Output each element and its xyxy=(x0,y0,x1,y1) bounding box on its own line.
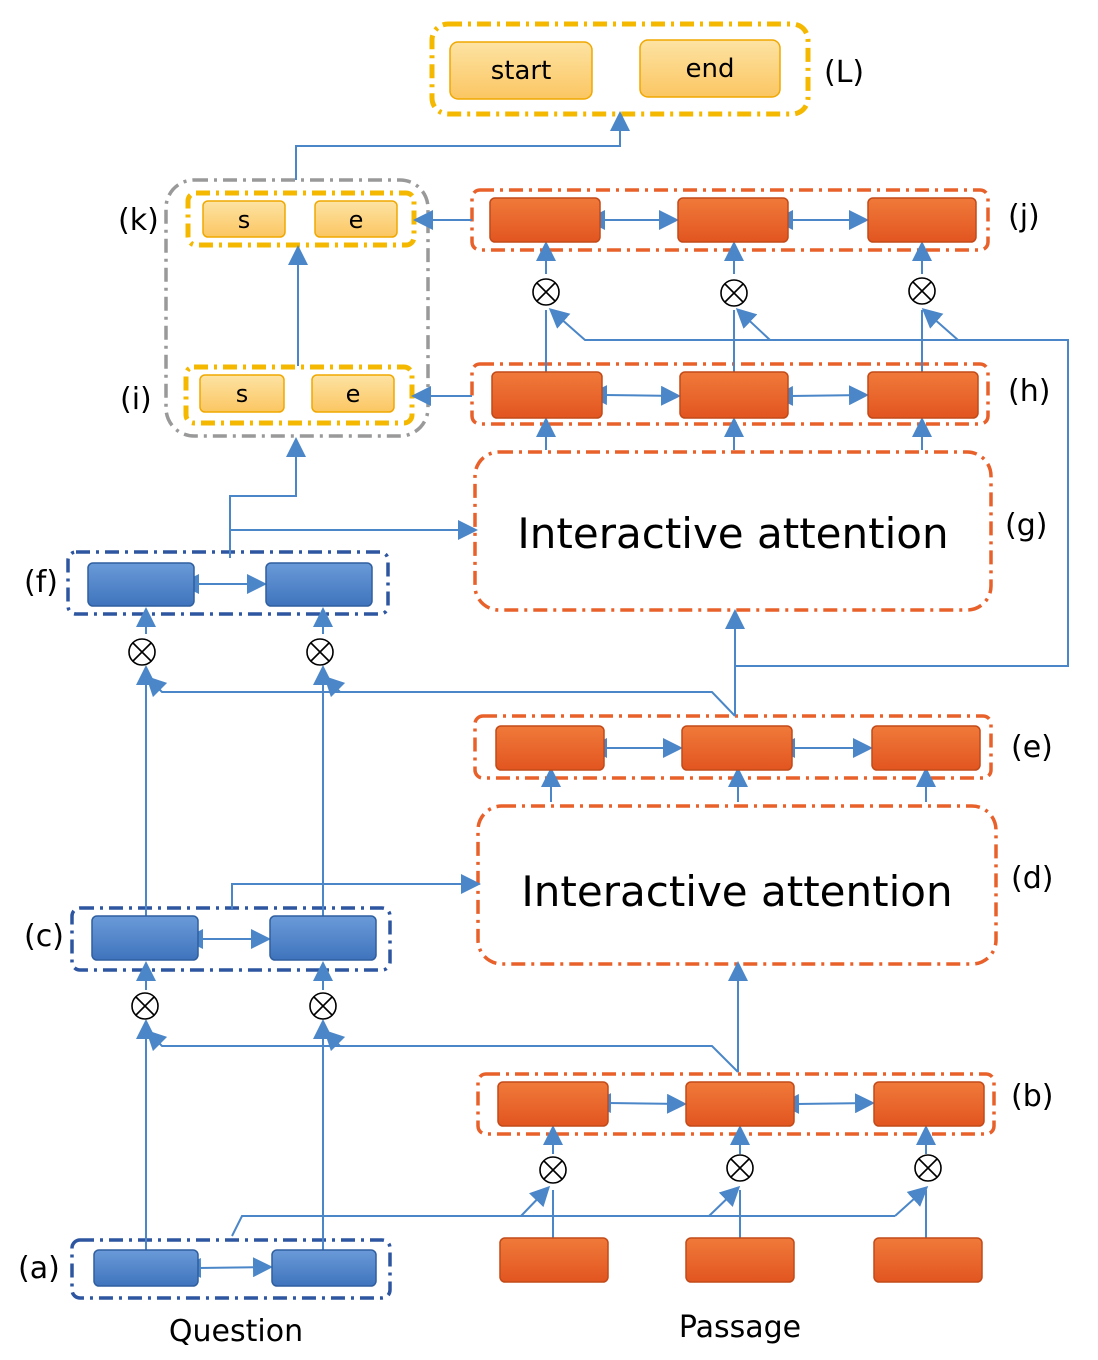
label-g: (g) xyxy=(1005,508,1047,543)
block-j-1 xyxy=(489,197,601,243)
block-k-s xyxy=(202,200,286,238)
block-h-3 xyxy=(867,371,979,419)
block-start xyxy=(449,41,593,100)
block-c-1 xyxy=(91,915,199,961)
start-label: start xyxy=(491,56,552,86)
label-c: (c) xyxy=(24,919,64,954)
block-h-1 xyxy=(491,371,603,419)
label-k: (k) xyxy=(118,203,159,238)
frame-f xyxy=(66,550,390,616)
i-e-label: e xyxy=(346,380,361,408)
block-b-1 xyxy=(497,1081,609,1127)
passage-label: Passage xyxy=(679,1310,801,1345)
block-j-2 xyxy=(677,197,789,243)
block-j-3 xyxy=(867,197,977,243)
block-a-1 xyxy=(93,1249,199,1287)
block-e-3 xyxy=(871,725,981,771)
block-i-s xyxy=(199,374,285,413)
layer-labels: (L) (k) (j) (i) (h) (g) (f) (e) (d) (c) … xyxy=(18,55,1053,1286)
yellow-blocks xyxy=(199,39,781,413)
frame-l xyxy=(429,21,811,117)
label-h: (h) xyxy=(1008,374,1050,409)
gate-j-3 xyxy=(908,277,936,305)
block-passage-3 xyxy=(873,1237,983,1283)
block-end xyxy=(639,39,781,98)
label-e: (e) xyxy=(1011,730,1053,765)
gate-j-2 xyxy=(720,279,748,307)
frame-gray xyxy=(164,178,430,438)
k-s-label: s xyxy=(238,206,251,234)
label-f: (f) xyxy=(24,565,58,600)
block-b-2 xyxy=(685,1081,795,1127)
label-b: (b) xyxy=(1011,1079,1053,1114)
block-f-2 xyxy=(265,562,373,607)
block-h-2 xyxy=(679,371,789,419)
label-j: (j) xyxy=(1008,199,1040,234)
frame-a xyxy=(70,1238,392,1300)
gate-c-1 xyxy=(131,992,159,1020)
block-i-e xyxy=(311,374,395,413)
bidirectional-arrows xyxy=(179,210,875,1278)
block-k-e xyxy=(314,200,398,238)
orange-blocks xyxy=(489,197,985,1283)
k-e-label: e xyxy=(349,206,364,234)
block-a-2 xyxy=(271,1249,377,1287)
label-d: (d) xyxy=(1011,861,1053,896)
gate-b-2 xyxy=(726,1154,754,1182)
multiply-gates xyxy=(128,277,942,1184)
gate-b-1 xyxy=(539,1156,567,1184)
attention-lower-text: Interactive attention xyxy=(521,867,952,916)
gate-f-1 xyxy=(128,638,156,666)
end-label: end xyxy=(686,54,735,84)
gate-j-1 xyxy=(532,278,560,306)
gate-c-2 xyxy=(309,992,337,1020)
block-passage-2 xyxy=(685,1237,795,1283)
block-f-1 xyxy=(87,562,195,607)
frame-g xyxy=(473,450,993,612)
blue-blocks xyxy=(87,562,377,1287)
block-e-1 xyxy=(495,725,605,771)
block-e-2 xyxy=(681,725,793,771)
gate-f-2 xyxy=(306,638,334,666)
gate-b-3 xyxy=(914,1154,942,1182)
connectors xyxy=(136,111,1069,1250)
question-label: Question xyxy=(169,1314,303,1349)
block-texts: start end s e s e Interactive attention … xyxy=(169,54,953,1349)
label-L: (L) xyxy=(824,55,864,90)
block-c-2 xyxy=(269,915,377,961)
attention-upper-text: Interactive attention xyxy=(517,509,948,558)
block-b-3 xyxy=(873,1081,985,1127)
i-s-label: s xyxy=(236,380,249,408)
frame-d xyxy=(476,804,998,966)
block-passage-1 xyxy=(499,1237,609,1283)
label-a: (a) xyxy=(18,1251,60,1286)
label-i: (i) xyxy=(120,382,152,417)
